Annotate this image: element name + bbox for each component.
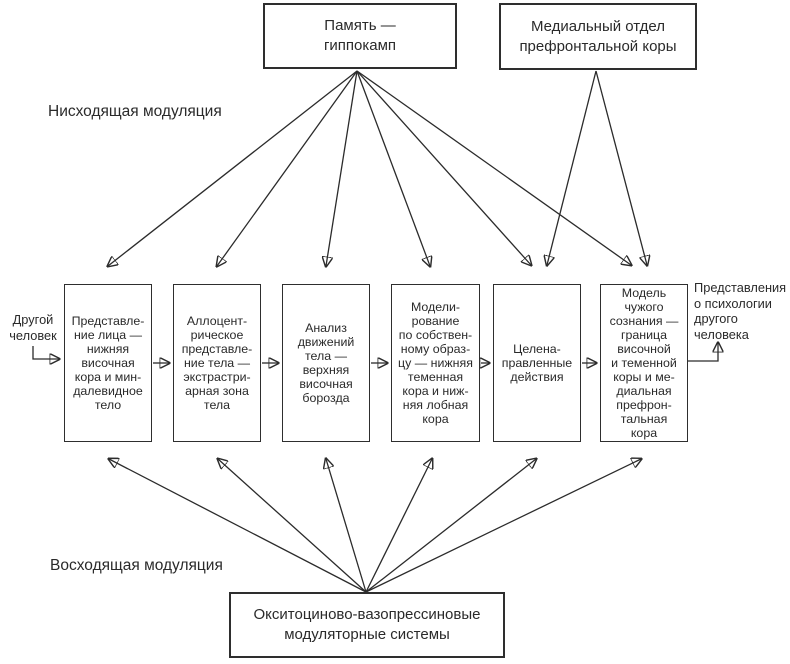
arrow-oxytocin-to-face-box: [109, 459, 367, 593]
arrow-oxytocin-to-actions-box: [365, 459, 536, 593]
body-motion-analysis-box: Анализ движений тела — верхняя височная …: [282, 284, 370, 442]
arrow-mpfc-to-mind-model-box: [595, 70, 647, 265]
arrow-oxytocin-to-allocentric-box: [218, 459, 367, 593]
arrow-oxytocin-to-mind-model-box: [365, 459, 641, 593]
theory-of-mind-model-box: Модель чужого сознания — граница височно…: [600, 284, 688, 442]
self-model-simulation-box: Модели- рование по собствен- ному образ-…: [391, 284, 480, 442]
arrow-memory-to-modeling-box: [356, 70, 430, 266]
arrow-memory-to-motion-box: [326, 70, 358, 266]
arrow-memory-to-face-box: [108, 70, 358, 266]
other-person-label: Другой человек: [9, 312, 57, 343]
arrow-oxytocin-to-motion-box: [326, 459, 367, 593]
arrow-memory-to-actions-box: [356, 70, 531, 265]
descending-arrows-from-mpfc: [547, 70, 647, 265]
memory-hippocampus-box: Память — гиппокамп: [263, 3, 457, 69]
psychology-representations-label: Представления о психологии другого челов…: [694, 280, 787, 342]
arrow-other-person-input: [32, 346, 59, 359]
arrow-memory-to-mind-model-box: [356, 70, 631, 265]
ascending-arrows-from-oxytocin: [109, 459, 641, 593]
arrow-mpfc-to-actions-box: [547, 70, 597, 265]
goal-directed-actions-box: Целена- правленные действия: [493, 284, 581, 442]
arrow-oxytocin-to-modeling-box: [365, 459, 432, 593]
oxytocin-vasopressin-systems-box: Окситоциново-вазопрессиновые модуляторны…: [229, 592, 505, 658]
allocentric-body-representation-box: Аллоцент- рическое представле- ние тела …: [173, 284, 261, 442]
descending-arrows-from-memory: [108, 70, 631, 266]
arrow-memory-to-allocentric-box: [217, 70, 358, 266]
arrow-output-to-representations: [688, 343, 718, 362]
face-representation-box: Представле- ние лица — нижняя височная к…: [64, 284, 152, 442]
medial-prefrontal-cortex-box: Медиальный отдел префронтальной коры: [499, 3, 697, 70]
ascending-modulation-label: Восходящая модуляция: [50, 557, 223, 574]
descending-modulation-label: Нисходящая модуляция: [48, 103, 222, 120]
